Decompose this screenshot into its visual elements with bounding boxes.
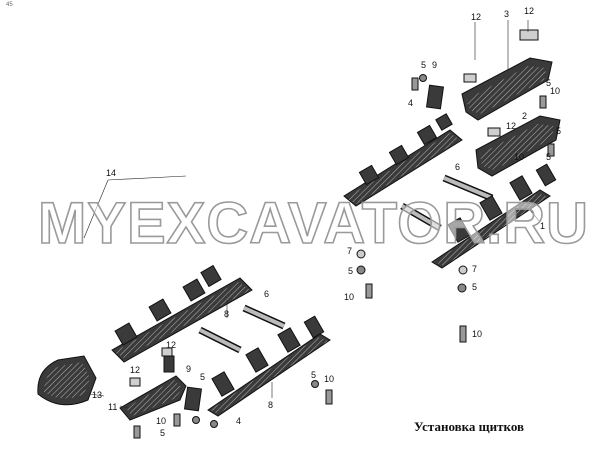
page-number: 45 (6, 2, 13, 8)
bracket-11 (119, 347, 187, 421)
callout-2: 2 (522, 111, 527, 121)
diagram-caption: Установка щитков (414, 419, 525, 434)
right-guard-rail (431, 163, 557, 269)
callout-3: 3 (504, 9, 509, 19)
callout-1: 1 (540, 221, 545, 231)
callout-8: 8 (224, 309, 229, 319)
callout-5: 5 (311, 370, 316, 380)
callout-12: 12 (506, 121, 516, 131)
shield-13 (37, 355, 97, 406)
lower-guard-rail (207, 315, 331, 417)
callout-12: 12 (166, 340, 176, 350)
lower-rods (198, 304, 286, 354)
pad-9 (183, 84, 445, 412)
callout-5: 5 (546, 152, 551, 162)
callout-5: 5 (348, 266, 353, 276)
fasteners (133, 74, 555, 439)
callout-12: 12 (524, 6, 534, 16)
callout-12: 12 (130, 365, 140, 375)
callout-10: 10 (344, 292, 354, 302)
callout-4: 4 (236, 416, 241, 426)
callout-5: 5 (472, 282, 477, 292)
callout-4: 4 (408, 98, 413, 108)
left-guard-rail (111, 264, 253, 363)
shield-3 (461, 29, 553, 121)
callout-7: 7 (347, 246, 352, 256)
callout-10: 10 (156, 416, 166, 426)
callout-10: 10 (324, 374, 334, 384)
callout-11: 11 (108, 402, 117, 412)
callout-5: 5 (160, 428, 165, 438)
callout-9: 9 (186, 364, 191, 374)
callout-10: 10 (472, 329, 482, 339)
callout-10: 10 (514, 152, 524, 162)
callout-labels: 12 3 12 5 9 4 5 10 2 12 5 5 6 10 1 14 7 … (92, 6, 561, 438)
callout-13: 13 (92, 390, 102, 400)
callout-9: 9 (432, 60, 437, 70)
callout-14: 14 (106, 168, 116, 178)
shield-2 (475, 115, 561, 177)
callout-6: 6 (264, 289, 269, 299)
callout-7: 7 (472, 264, 477, 274)
callout-12: 12 (471, 12, 481, 22)
leader-lines (83, 20, 541, 409)
callout-5: 5 (556, 126, 561, 136)
callout-5: 5 (546, 78, 551, 88)
callout-5: 5 (200, 372, 205, 382)
callout-10: 10 (550, 86, 560, 96)
callout-5: 5 (421, 60, 426, 70)
callout-8: 8 (268, 400, 273, 410)
upper-guard-rail (343, 113, 463, 207)
upper-rods (400, 174, 494, 232)
callout-6: 6 (455, 162, 460, 172)
